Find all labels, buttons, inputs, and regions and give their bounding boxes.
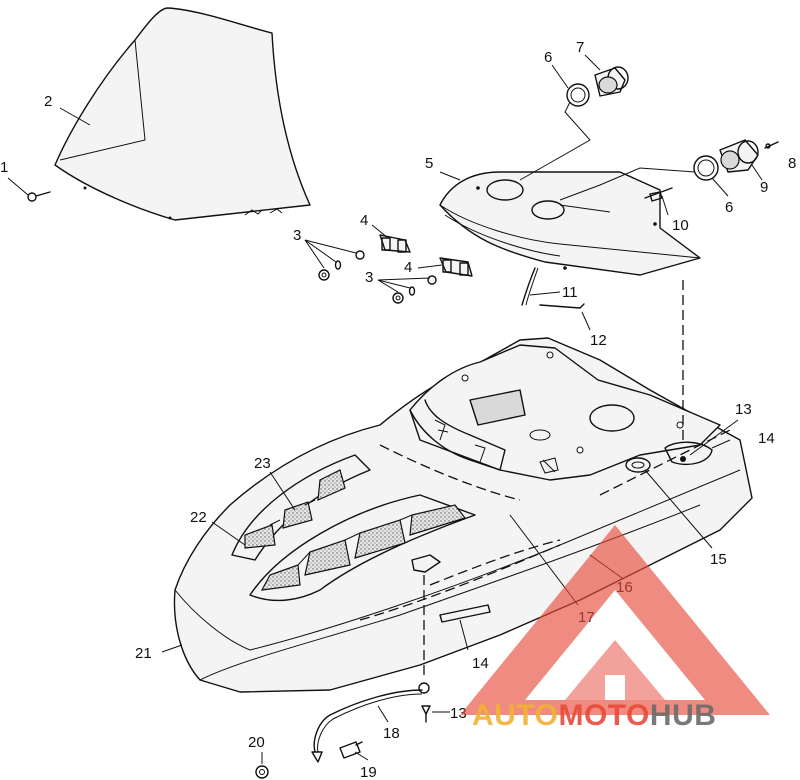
screw-13-lower xyxy=(421,705,431,723)
callout-3-upper: 3 xyxy=(293,227,301,244)
pin-12 xyxy=(539,303,585,309)
gauge-ring-right xyxy=(693,155,719,181)
bracket-lower xyxy=(439,257,473,277)
gauge-ring-upper xyxy=(566,83,590,107)
console-panel xyxy=(439,171,701,276)
gauge-wire-upper xyxy=(519,101,591,181)
gauge-right xyxy=(719,139,759,173)
callout-6-right: 6 xyxy=(725,199,733,216)
watermark-hub: HUB xyxy=(650,699,717,732)
watermark-text: AUTOMOTOHUB xyxy=(472,699,716,732)
hood-cowl xyxy=(409,344,721,481)
callout-8: 8 xyxy=(788,155,796,172)
cable-18 xyxy=(311,682,430,763)
callout-13-lower: 13 xyxy=(450,705,467,722)
callout-12: 12 xyxy=(590,332,607,349)
fastener-set-upper xyxy=(318,250,365,281)
nut-20 xyxy=(255,765,269,779)
callout-6-upper: 6 xyxy=(544,49,552,66)
bolt-19 xyxy=(339,741,363,759)
watermark-logo xyxy=(460,525,770,715)
callout-1: 1 xyxy=(0,159,8,176)
screw-1 xyxy=(27,191,51,202)
grommet-15 xyxy=(625,457,651,473)
cable-11 xyxy=(521,267,536,306)
callout-19: 19 xyxy=(360,764,377,780)
watermark-moto: MOTO xyxy=(558,699,649,732)
callout-22: 22 xyxy=(190,509,207,526)
callout-5: 5 xyxy=(425,155,433,172)
vent-left xyxy=(231,454,371,561)
switch-10 xyxy=(644,187,673,202)
screw-13-upper xyxy=(664,441,713,466)
callout-10: 10 xyxy=(672,217,689,234)
bulb-8 xyxy=(764,141,779,149)
callout-23: 23 xyxy=(254,455,271,472)
watermark-triangle-icon xyxy=(460,525,770,715)
callout-9: 9 xyxy=(760,179,768,196)
callout-3-lower: 3 xyxy=(365,269,373,286)
callout-18: 18 xyxy=(383,725,400,742)
fastener-set-lower xyxy=(392,275,437,304)
gauge-upper xyxy=(594,66,629,97)
callout-21: 21 xyxy=(135,645,152,662)
windshield xyxy=(54,7,311,221)
latch-front xyxy=(411,554,441,573)
callout-11: 11 xyxy=(562,284,578,301)
gauge-wire-right xyxy=(559,167,696,201)
callout-2: 2 xyxy=(44,93,52,110)
callout-13-upper: 13 xyxy=(735,401,752,418)
emblem-14-lower xyxy=(439,604,491,623)
bracket-upper xyxy=(379,234,411,253)
callout-4-upper: 4 xyxy=(360,212,368,229)
callout-15: 15 xyxy=(710,551,727,568)
watermark-auto: AUTO xyxy=(472,699,558,732)
callout-14-upper: 14 xyxy=(758,430,775,447)
vent-right xyxy=(249,494,476,602)
callout-14-lower: 14 xyxy=(472,655,489,672)
callout-7: 7 xyxy=(576,39,584,56)
callout-20: 20 xyxy=(248,734,265,751)
callout-4-lower: 4 xyxy=(404,259,412,276)
